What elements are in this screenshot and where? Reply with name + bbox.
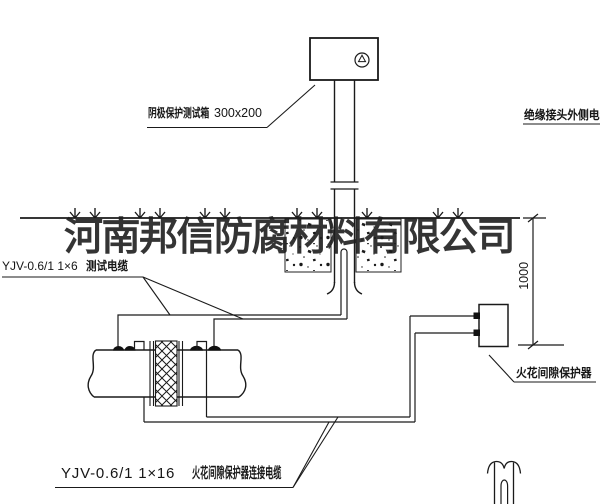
conduit-stub-symbol — [486, 460, 522, 504]
dimension-text: 1000 — [517, 261, 532, 290]
label-test-cable-code: YJV-0.6/1 1×6 — [2, 259, 78, 273]
label-test-box: 阴极保护测试箱 300x200 — [148, 106, 262, 121]
spark-gap-protector — [473, 303, 509, 348]
conduit-riser — [326, 80, 363, 295]
label-protector-cable: YJV-0.6/1 1×16 火花间隙保护器连接电缆 — [61, 465, 352, 483]
concrete-block-left — [284, 218, 332, 273]
insulating-joint — [149, 340, 184, 407]
label-protector-cable-name: 火花间隙保护器连接电缆 — [192, 466, 282, 482]
leader-lines — [2, 84, 600, 489]
weld-connections — [113, 340, 221, 351]
spark-gap-wiring — [143, 315, 474, 423]
label-test-box-size: 300x200 — [214, 106, 262, 120]
label-test-cable-name: 测试电缆 — [85, 259, 128, 273]
concrete-block-right — [355, 218, 402, 273]
label-protector: 火花间隙保护器 — [516, 366, 592, 380]
dimension-1000 — [518, 213, 564, 350]
label-insulated-joint-cable: 绝缘接头外侧电缆 — [524, 108, 600, 122]
test-cables — [117, 248, 348, 347]
test-box-symbol — [309, 37, 379, 81]
label-test-cable: YJV-0.6/1 1×6 测试电缆 — [2, 259, 134, 273]
ground-line — [20, 207, 520, 219]
label-protector-cable-code: YJV-0.6/1 1×16 — [61, 465, 176, 482]
label-test-box-text: 阴极保护测试箱 — [148, 106, 210, 120]
watermark: 河南邦信防腐材料有限公司 — [64, 214, 516, 260]
